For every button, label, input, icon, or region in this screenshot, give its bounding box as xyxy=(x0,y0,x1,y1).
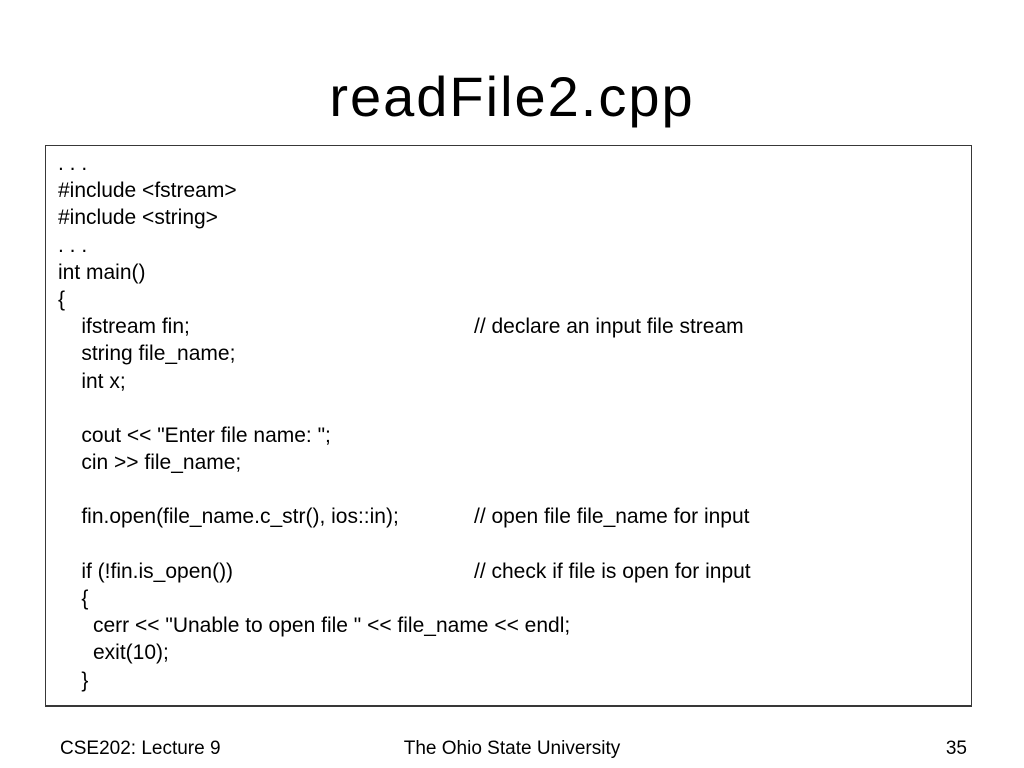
code-line: if (!fin.is_open()) // check if file is o… xyxy=(58,558,971,585)
code-line: string file_name; xyxy=(58,340,971,367)
footer-page-number: 35 xyxy=(945,738,967,759)
code-text: cout << "Enter file name: "; xyxy=(58,423,331,447)
code-text: string file_name; xyxy=(58,342,236,366)
code-line: #include <fstream> xyxy=(58,177,971,204)
code-text: } xyxy=(58,668,89,692)
code-line xyxy=(58,476,971,503)
code-text: fin.open(file_name.c_str(), ios::in); xyxy=(58,505,399,529)
code-text: cerr << "Unable to open file " << file_n… xyxy=(58,614,571,638)
code-line: } xyxy=(58,667,971,694)
code-line: ifstream fin; // declare an input file st… xyxy=(58,313,971,340)
code-text: int x; xyxy=(58,369,126,393)
page-title: readFile2.cpp xyxy=(329,65,695,128)
code-text: . . . xyxy=(58,152,88,175)
code-text: { xyxy=(58,287,66,311)
code-line: cout << "Enter file name: "; xyxy=(58,422,971,449)
footer-institution: The Ohio State University xyxy=(403,738,621,759)
code-text: cin >> file_name; xyxy=(58,451,242,475)
code-text: #include <fstream> xyxy=(58,179,237,203)
code-comment: // open file file_name for input xyxy=(474,505,750,529)
code-comment: // check if file is open for input xyxy=(474,559,751,583)
code-line: fin.open(file_name.c_str(), ios::in); // … xyxy=(58,503,971,530)
code-line: { xyxy=(58,286,971,313)
code-text: int main() xyxy=(58,260,146,284)
code-text: exit(10); xyxy=(58,641,169,665)
code-line xyxy=(58,531,971,558)
code-text: . . . xyxy=(58,233,88,257)
code-text: if (!fin.is_open()) xyxy=(58,559,234,583)
code-text: #include <string> xyxy=(58,206,218,230)
code-line: exit(10); xyxy=(58,639,971,666)
code-line: . . . xyxy=(58,150,971,177)
footer: The Ohio State University CSE202: Lectur… xyxy=(0,738,1024,764)
code-line: int x; xyxy=(58,368,971,395)
code-line: cerr << "Unable to open file " << file_n… xyxy=(58,612,971,639)
code-line: . . . xyxy=(58,232,971,259)
code-line: #include <string> xyxy=(58,204,971,231)
code-comment: // declare an input file stream xyxy=(474,315,744,339)
code-box: . . . #include <fstream> #include <string>… xyxy=(45,145,972,707)
code-line: cin >> file_name; xyxy=(58,449,971,476)
footer-lecture-label: CSE202: Lecture 9 xyxy=(60,738,221,759)
code-line xyxy=(58,395,971,422)
code-text: { xyxy=(58,587,89,610)
code-text: ifstream fin; xyxy=(58,315,190,339)
code-line: { xyxy=(58,585,971,612)
code-line: int main() xyxy=(58,259,971,286)
